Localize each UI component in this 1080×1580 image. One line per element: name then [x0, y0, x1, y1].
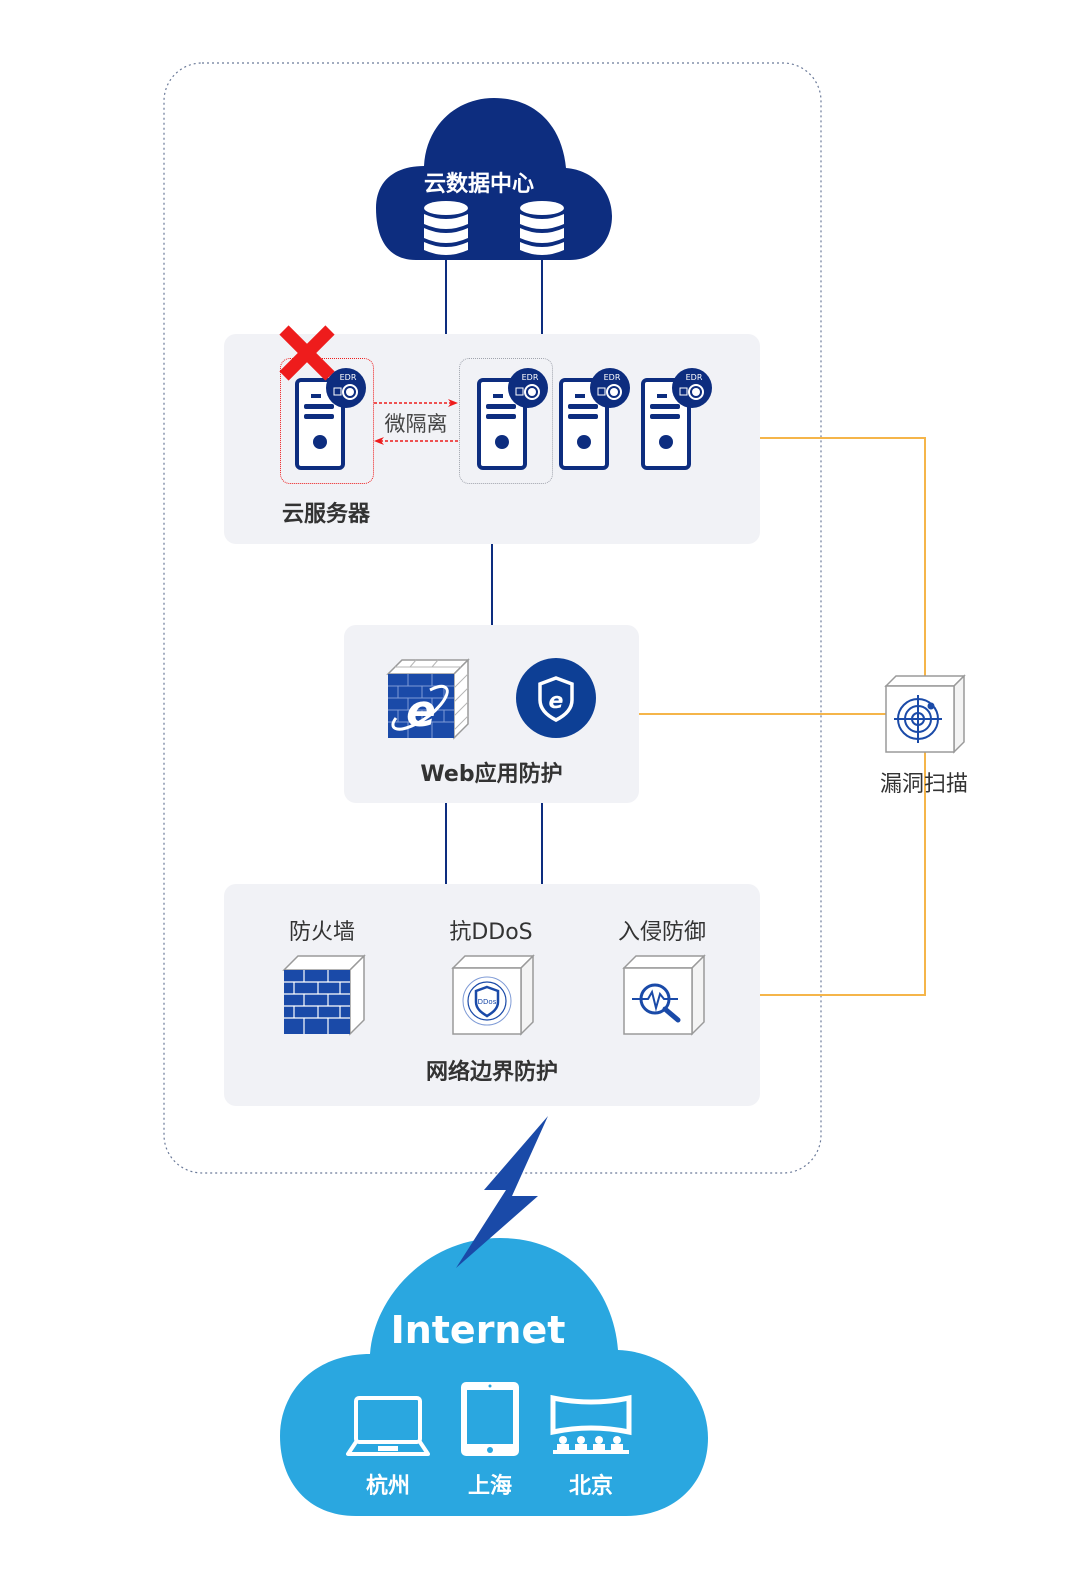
cloud-boundary-frame: [163, 62, 822, 1174]
server-3: EDR: [558, 366, 634, 476]
cloud-servers-title: 云服务器: [281, 502, 370, 527]
anti-ddos-icon: DDos: [451, 954, 535, 1040]
compromised-server-isolation-box: [280, 358, 374, 484]
datacenter-title: 云数据中心: [423, 172, 534, 197]
web-shield-icon: e: [516, 658, 596, 738]
location-label: 上海: [467, 1474, 512, 1499]
boundary-item-label: 入侵防御: [617, 920, 706, 945]
location-label: 杭州: [365, 1474, 410, 1499]
server-2: EDR: [476, 366, 552, 476]
edr-badge: EDR: [604, 373, 621, 382]
boundary-item-label: 抗DDoS: [449, 920, 533, 945]
lightning-bolt-icon: [456, 1116, 548, 1268]
edr-badge: EDR: [340, 373, 357, 382]
server-icon: EDR: [559, 368, 630, 470]
internet-cloud: Internet 杭州 上海 北京: [278, 1226, 710, 1516]
boundary-item-label: 防火墙: [288, 920, 355, 945]
vulnerability-scan-title: 漏洞扫描: [879, 772, 968, 797]
server-4: EDR: [640, 366, 716, 476]
web-firewall-icon: e: [386, 658, 470, 740]
network-boundary-title: 网络边界防护: [425, 1060, 558, 1085]
server-1: EDR: [294, 366, 370, 476]
internet-title: Internet: [390, 1308, 566, 1352]
web-protection-title: Web应用防护: [420, 762, 563, 787]
firewall-icon: [282, 954, 366, 1040]
radar-scan-icon: [884, 674, 966, 754]
micro-isolation-arrows: [374, 399, 458, 445]
server-icon: EDR: [477, 368, 548, 470]
database-icon: [520, 201, 564, 255]
tablet-icon: [459, 1380, 521, 1462]
laptop-icon: [346, 1394, 430, 1460]
micro-isolation-label: 微隔离: [384, 412, 448, 436]
server-icon: EDR: [641, 368, 712, 470]
database-icon: [424, 201, 468, 255]
conference-screen-icon: [549, 1394, 633, 1460]
edr-badge: EDR: [522, 373, 539, 382]
intrusion-prevention-icon: [622, 954, 706, 1040]
isolated-group-box: [459, 358, 553, 484]
server-icon: EDR: [295, 368, 366, 470]
svg-text:e: e: [549, 689, 564, 714]
scan-link-boundary: [760, 752, 926, 996]
svg-text:DDos: DDos: [478, 998, 497, 1006]
cloud-datacenter: 云数据中心: [376, 96, 612, 260]
compromised-x-icon: [279, 325, 335, 381]
svg-text:e: e: [406, 686, 436, 737]
scan-link-servers: [760, 437, 926, 676]
edr-badge: EDR: [686, 373, 703, 382]
location-label: 北京: [568, 1474, 613, 1499]
